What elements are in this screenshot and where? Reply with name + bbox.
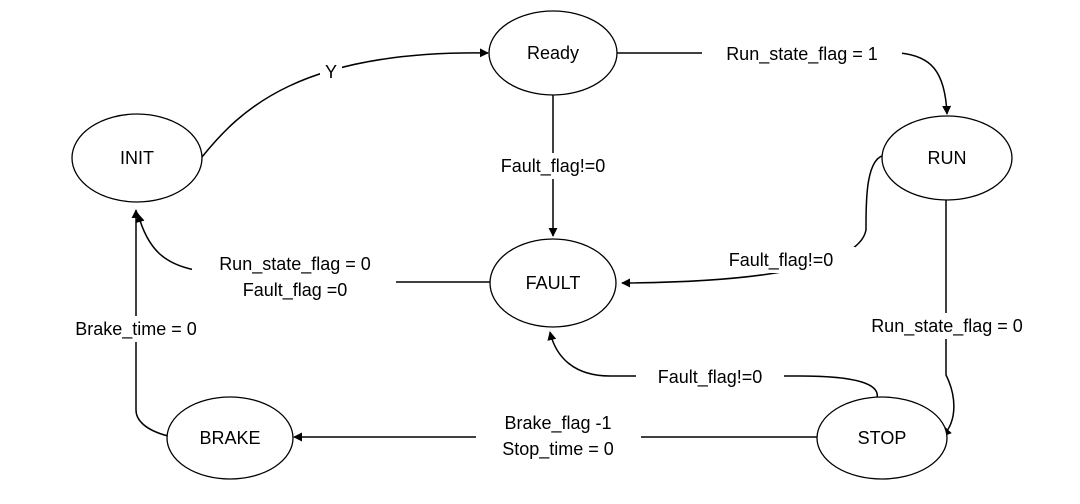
state-run-label: RUN [928, 148, 967, 168]
label-stop-to-fault: Fault_flag!=0 [658, 367, 763, 388]
label-ready-to-run: Run_state_flag = 1 [726, 44, 878, 65]
edge-run-to-stop [942, 196, 955, 437]
edge-brake-to-init [131, 209, 169, 437]
state-ready: Ready [488, 10, 618, 96]
state-stop: STOP [816, 396, 948, 480]
label-fault-to-init-line1: Run_state_flag = 0 [219, 254, 371, 275]
state-brake: BRAKE [166, 396, 294, 480]
state-run: RUN [881, 115, 1013, 201]
label-ready-to-fault: Fault_flag!=0 [501, 156, 606, 177]
edge-init-to-ready [201, 48, 489, 158]
state-init: INIT [71, 113, 203, 203]
state-fault: FAULT [489, 238, 617, 328]
state-ready-label: Ready [527, 43, 579, 63]
state-brake-label: BRAKE [199, 428, 260, 448]
edge-run-to-fault [621, 154, 887, 288]
state-init-label: INIT [120, 148, 154, 168]
label-stop-to-brake-line2: Stop_time = 0 [502, 439, 614, 460]
label-brake-to-init: Brake_time = 0 [75, 319, 197, 340]
label-run-to-stop: Run_state_flag = 0 [871, 316, 1023, 337]
label-stop-to-brake-line1: Brake_flag -1 [504, 413, 611, 434]
label-init-to-ready: Y [325, 62, 337, 82]
state-stop-label: STOP [858, 428, 907, 448]
state-fault-label: FAULT [526, 273, 581, 293]
label-fault-to-init-line2: Fault_flag =0 [243, 280, 348, 301]
label-run-to-fault: Fault_flag!=0 [729, 250, 834, 271]
